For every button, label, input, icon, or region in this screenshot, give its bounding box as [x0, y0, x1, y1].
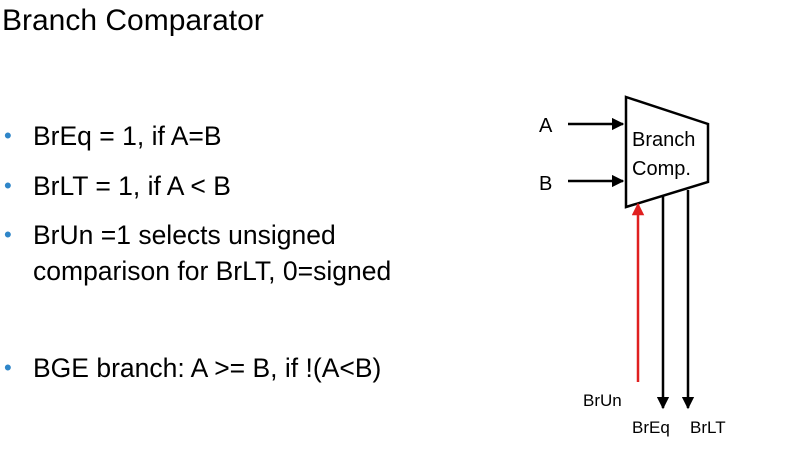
input-a-label: A: [539, 115, 553, 137]
bullet-line-2: comparison for BrLT, 0=signed: [33, 256, 392, 286]
breq-label: BrEq: [632, 418, 670, 437]
bullet-brlt: • BrLT = 1, if A < B: [0, 168, 231, 204]
bullet-text: BrEq = 1, if A=B: [33, 121, 222, 151]
bullet-bge: • BGE branch: A >= B, if !(A<B): [0, 350, 381, 386]
bullet-text-multiline: BrUn =1 selects unsigned comparison for …: [33, 217, 391, 289]
bullet-brun: • BrUn =1 selects unsigned comparison fo…: [0, 217, 391, 289]
bullet-text: BrLT = 1, if A < B: [33, 171, 231, 201]
bullet-marker: •: [4, 222, 12, 247]
bullet-marker: •: [4, 355, 12, 380]
bullet-breq: • BrEq = 1, if A=B: [0, 118, 222, 154]
brlt-label: BrLT: [690, 418, 726, 437]
bullet-line-1: BrUn =1 selects unsigned: [33, 220, 336, 250]
slide-title: Branch Comparator: [2, 4, 264, 37]
input-b-label: B: [539, 173, 552, 195]
bullet-marker: •: [4, 173, 12, 198]
brun-label: BrUn: [583, 391, 622, 410]
comparator-block: [624, 95, 710, 209]
block-label-line2: Comp.: [632, 158, 691, 180]
bullet-marker: •: [4, 123, 12, 148]
bullet-text: BGE branch: A >= B, if !(A<B): [33, 353, 382, 383]
block-label-line1: Branch: [632, 129, 695, 151]
